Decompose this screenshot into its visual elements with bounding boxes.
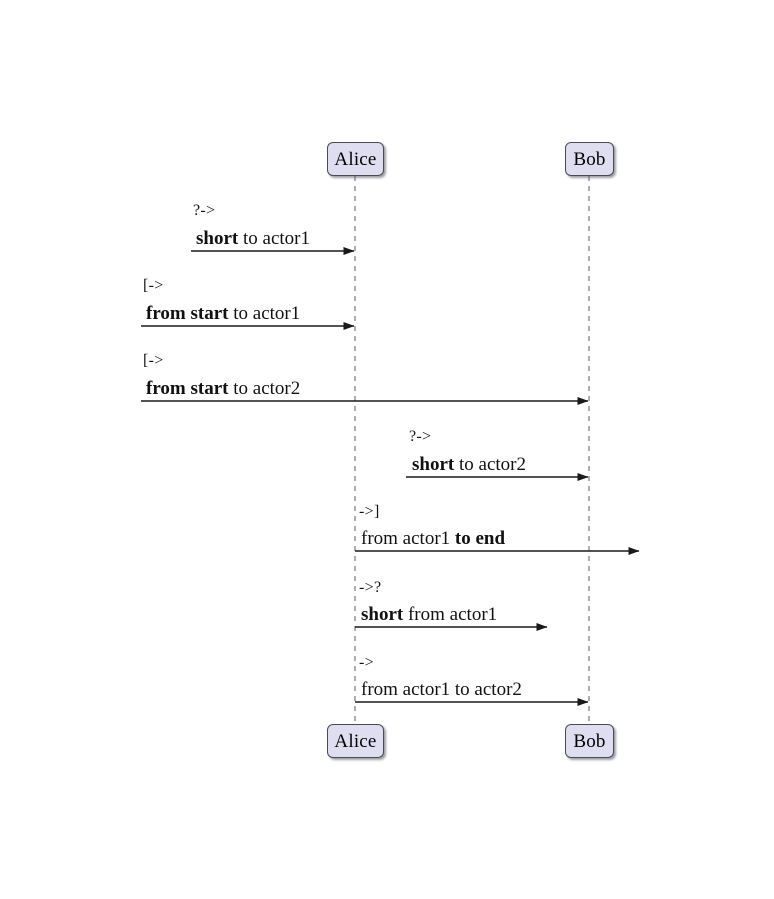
actor-label: Bob [573,730,606,752]
actor-box-actor2-top[interactable]: Bob [565,142,614,176]
message-label-part: from actor1 to actor2 [361,679,522,700]
message-label-7: from actor1 to actor2 [361,680,522,699]
message-arrowcode-6: ->? [359,579,382,596]
message-arrowcode-5: ->] [359,503,380,520]
actor-box-actor2-bottom[interactable]: Bob [565,724,614,758]
message-label-part: to actor2 [228,378,301,399]
message-label-part: to actor2 [454,454,526,475]
message-label-6: short from actor1 [361,605,497,624]
message-label-part: from start [146,303,229,324]
message-label-part: short [361,604,404,625]
actor-box-actor1-bottom[interactable]: Alice [327,724,384,758]
message-label-part: to actor1 [228,303,301,324]
actor-label: Alice [334,730,377,752]
message-label-1: short to actor1 [196,229,310,248]
message-arrows-group [141,247,640,706]
message-label-part: from actor1 [361,528,455,549]
message-label-part: to end [454,528,506,549]
message-arrowcode-2: [-> [143,277,164,294]
actor-label: Bob [573,148,606,170]
message-label-2: from start to actor1 [146,304,300,323]
message-label-4: short to actor2 [412,455,526,474]
message-label-part: from start [146,378,229,399]
message-label-part: from actor1 [403,604,498,625]
message-label-3: from start to actor2 [146,379,300,398]
message-arrowcode-4: ?-> [409,428,432,445]
message-label-part: short [412,454,455,475]
message-arrowcode-1: ?-> [193,202,216,219]
lifelines-group [354,176,590,724]
message-label-part: short [196,228,239,249]
message-label-5: from actor1 to end [361,529,505,548]
message-arrowcode-3: [-> [143,352,164,369]
actor-box-actor1-top[interactable]: Alice [327,142,384,176]
message-label-part: to actor1 [238,228,310,249]
message-arrowcode-7: -> [359,654,374,671]
actor-label: Alice [334,148,377,170]
